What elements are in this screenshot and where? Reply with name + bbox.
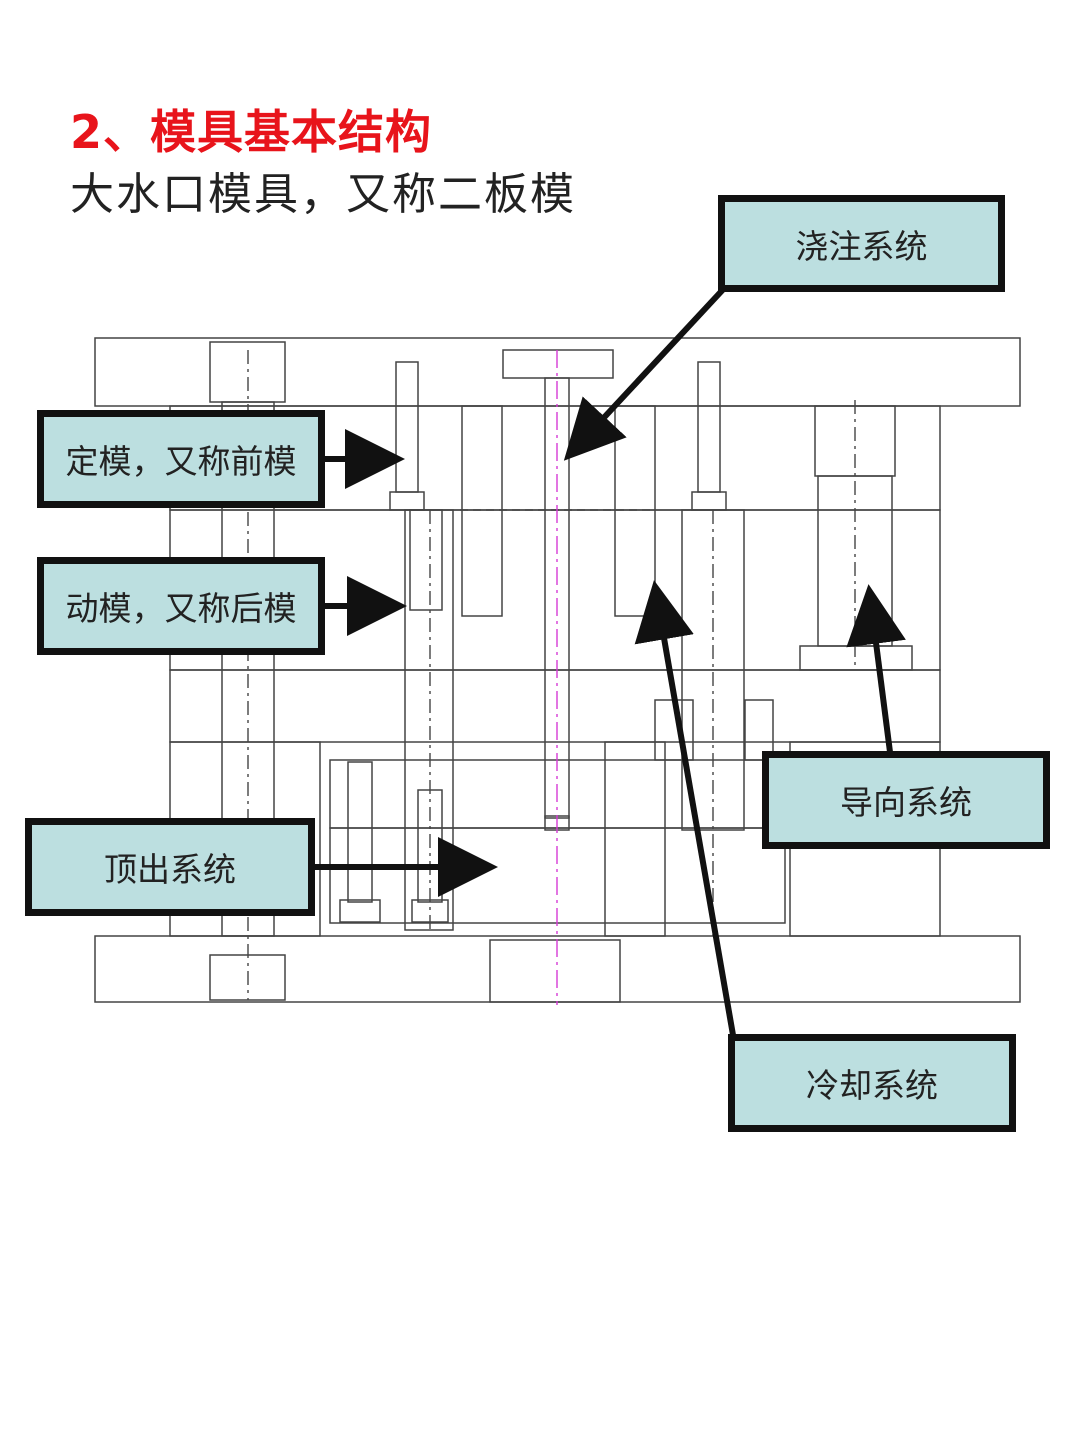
label-fixed-mold: 定模，又称前模 bbox=[37, 410, 325, 508]
pointer-arrows bbox=[312, 279, 906, 1036]
mold-outline bbox=[94, 337, 1021, 1003]
arrow-sprue bbox=[563, 279, 733, 461]
arrow-cooling bbox=[634, 580, 736, 1036]
page-subtitle: 大水口模具，又称二板模 bbox=[70, 169, 576, 220]
label-guide-system: 导向系统 bbox=[762, 751, 1050, 849]
page-title: 2、模具基本结构 bbox=[70, 105, 433, 159]
center-lines bbox=[247, 350, 856, 1005]
label-cooling-system: 冷却系统 bbox=[728, 1034, 1016, 1132]
arrow-guide bbox=[846, 584, 906, 753]
label-sprue-system: 浇注系统 bbox=[718, 195, 1005, 292]
label-ejector-system: 顶出系统 bbox=[25, 818, 315, 916]
label-moving-mold: 动模，又称后模 bbox=[37, 557, 325, 655]
